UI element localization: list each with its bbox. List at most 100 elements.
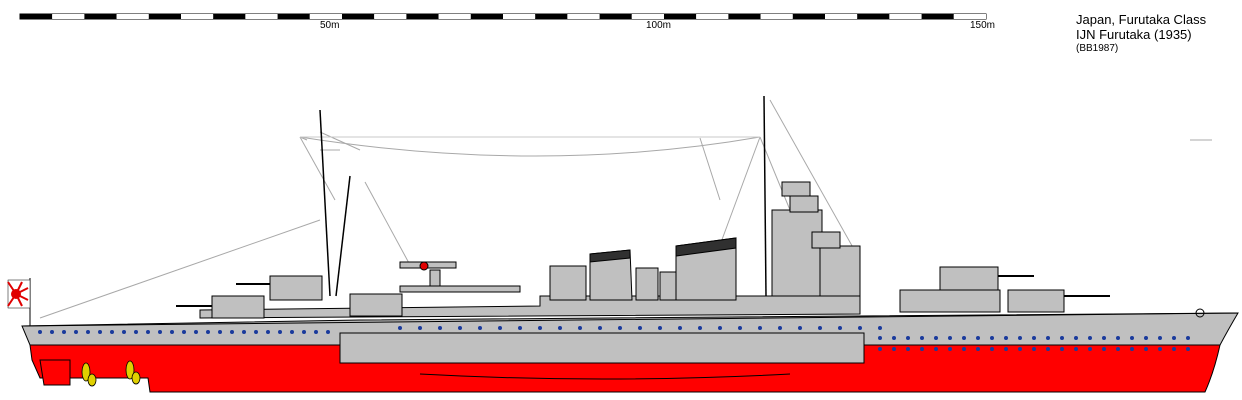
porthole [478, 326, 482, 330]
porthole [1158, 336, 1162, 340]
caption-country-class: Japan, Furutaka Class [1076, 12, 1207, 27]
porthole [50, 330, 54, 334]
porthole [1060, 336, 1064, 340]
scale-segment [20, 14, 53, 19]
porthole [38, 330, 42, 334]
porthole [758, 326, 762, 330]
scale-segment [470, 14, 503, 19]
porthole [326, 330, 330, 334]
porthole [906, 347, 910, 351]
torpedo-bulge [339, 332, 865, 364]
porthole [1172, 336, 1176, 340]
caption-ship-name: IJN Furutaka (1935) [1076, 27, 1192, 42]
scale-segment [245, 14, 278, 19]
porthole [878, 326, 882, 330]
porthole [698, 326, 702, 330]
porthole [458, 326, 462, 330]
scale-segment [825, 14, 858, 19]
porthole [290, 330, 294, 334]
scale-segment [406, 14, 439, 19]
scale-label-100m: 100m [646, 20, 672, 31]
rudder [39, 359, 71, 386]
porthole [230, 330, 234, 334]
scale-segment [84, 14, 117, 19]
porthole [1186, 336, 1190, 340]
porthole [98, 330, 102, 334]
porthole [778, 326, 782, 330]
scale-segment [374, 14, 407, 19]
porthole [878, 336, 882, 340]
catapult [399, 285, 521, 293]
scale-segment [309, 14, 342, 19]
porthole [86, 330, 90, 334]
porthole [1158, 347, 1162, 351]
porthole [920, 336, 924, 340]
porthole [558, 326, 562, 330]
bridge-tower [771, 181, 861, 297]
porthole [1130, 347, 1134, 351]
porthole [598, 326, 602, 330]
porthole [134, 330, 138, 334]
scale-segment [696, 14, 729, 19]
porthole [254, 330, 258, 334]
porthole [182, 330, 186, 334]
porthole [678, 326, 682, 330]
porthole [218, 330, 222, 334]
scale-segment [953, 14, 986, 19]
porthole [1130, 336, 1134, 340]
porthole [242, 330, 246, 334]
turret-no4 [176, 275, 323, 319]
porthole [1046, 347, 1050, 351]
porthole [74, 330, 78, 334]
aft-superstructure [549, 265, 677, 301]
porthole [618, 326, 622, 330]
porthole [206, 330, 210, 334]
porthole [518, 326, 522, 330]
porthole [718, 326, 722, 330]
porthole [1074, 347, 1078, 351]
scale-segment [277, 14, 310, 19]
porthole [658, 326, 662, 330]
turret-no2 [899, 266, 1034, 313]
porthole [62, 330, 66, 334]
porthole [1144, 336, 1148, 340]
porthole [1004, 347, 1008, 351]
porthole [976, 336, 980, 340]
rising-sun-ensign [7, 278, 31, 326]
porthole [1032, 336, 1036, 340]
porthole [934, 336, 938, 340]
porthole [1088, 347, 1092, 351]
scale-segment [599, 14, 632, 19]
porthole [858, 326, 862, 330]
caption-author: (BB1987) [1076, 43, 1119, 54]
porthole [798, 326, 802, 330]
porthole [1004, 336, 1008, 340]
porthole [892, 347, 896, 351]
porthole [878, 347, 882, 351]
porthole [1116, 336, 1120, 340]
scale-segment [181, 14, 214, 19]
porthole [302, 330, 306, 334]
turret-no3 [349, 293, 403, 317]
porthole [738, 326, 742, 330]
scale-segment [889, 14, 922, 19]
porthole [438, 326, 442, 330]
porthole [1116, 347, 1120, 351]
porthole [1102, 347, 1106, 351]
scale-segment [438, 14, 471, 19]
porthole [170, 330, 174, 334]
scale-segment [342, 14, 375, 19]
scale-label-50m: 50m [320, 20, 340, 31]
porthole [266, 330, 270, 334]
porthole [818, 326, 822, 330]
porthole [962, 347, 966, 351]
scale-segment [857, 14, 890, 19]
seaplane [399, 261, 457, 287]
funnels [589, 237, 737, 301]
propellers [81, 360, 141, 387]
porthole [1018, 336, 1022, 340]
scale-segment [116, 14, 149, 19]
porthole [638, 326, 642, 330]
